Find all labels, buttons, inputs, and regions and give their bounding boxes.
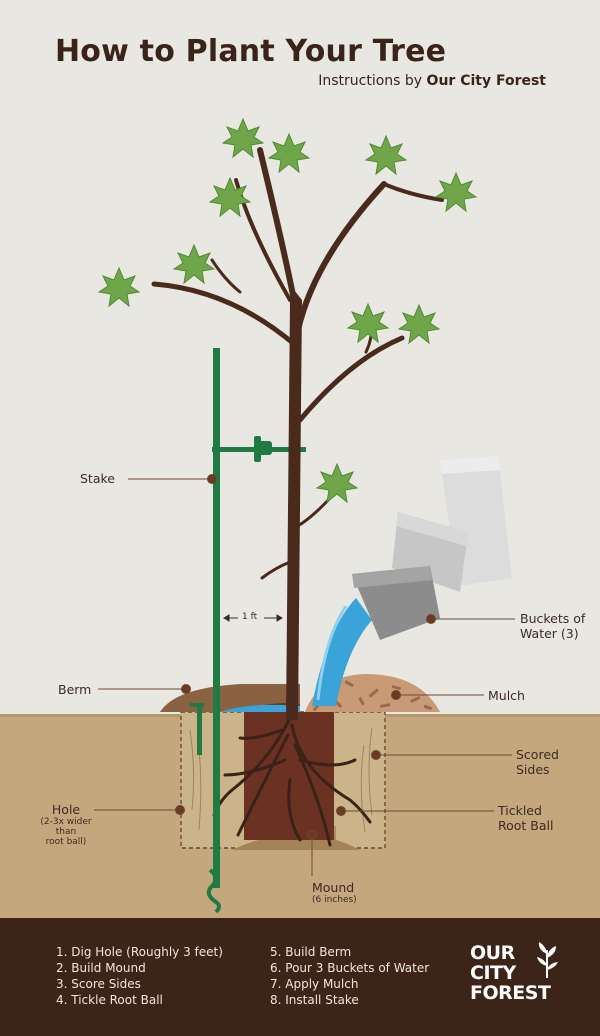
logo-line: CITY: [470, 962, 516, 984]
leaf-1: [221, 117, 265, 159]
step-item: 2. Build Mound: [56, 961, 146, 975]
label-stake: Stake: [80, 471, 115, 486]
steps-list-left: 1. Dig Hole (Roughly 3 feet) 2. Build Mo…: [56, 944, 223, 1008]
water-highlight: [316, 605, 348, 701]
label-berm: Berm: [58, 682, 92, 697]
leaf-7: [97, 266, 141, 308]
step-item: 8. Install Stake: [270, 993, 359, 1007]
leaf-2: [267, 132, 311, 174]
step-item: 7. Apply Mulch: [270, 977, 359, 991]
our-city-forest-logo: OUR CITY FOREST: [470, 942, 551, 1004]
leaf-10: [315, 462, 359, 504]
label-hole-title: Hole: [51, 802, 81, 817]
leaf-3: [364, 134, 408, 176]
logo-line: FOREST: [470, 982, 551, 1004]
stake: [190, 348, 221, 914]
step-item: 6. Pour 3 Buckets of Water: [270, 961, 430, 975]
label-scored-line2: Sides: [516, 762, 550, 777]
leaf-5: [208, 176, 252, 218]
leaf-6: [172, 243, 216, 285]
leaf-9: [397, 303, 441, 345]
label-mulch: Mulch: [488, 688, 525, 703]
label-scored-sides: Scored Sides: [516, 747, 559, 777]
label-scored-line1: Scored: [516, 747, 559, 762]
sprout-logo-icon: [537, 942, 558, 978]
subtitle: Instructions by Our City Forest: [318, 73, 546, 89]
subtitle-prefix: Instructions by: [318, 73, 427, 89]
step-item: 5. Build Berm: [270, 945, 352, 959]
water-stream: [312, 598, 372, 706]
label-tickled-root-ball: Tickled Root Ball: [498, 803, 553, 833]
steps-list-right: 5. Build Berm 6. Pour 3 Buckets of Water…: [270, 944, 429, 1008]
stake-tie: [212, 436, 306, 462]
label-tickled-line2: Root Ball: [498, 818, 554, 833]
label-buckets-line2: Water (3): [520, 626, 579, 641]
logo-line: OUR: [470, 942, 515, 964]
step-item: 3. Score Sides: [56, 977, 141, 991]
tree-leaves: [97, 117, 478, 504]
step-item: 1. Dig Hole (Roughly 3 feet): [56, 945, 223, 959]
subtitle-brand: Our City Forest: [426, 73, 546, 89]
tree-trunk: [286, 290, 302, 720]
label-hole-note-line1: (2-3x wider than: [40, 817, 92, 837]
leader-lines: [94, 474, 515, 876]
bucket-3: [352, 566, 440, 640]
label-tickled-line1: Tickled: [498, 803, 542, 818]
label-buckets: Buckets of Water (3): [520, 611, 585, 641]
page-title: How to Plant Your Tree: [55, 34, 447, 69]
leaf-8: [346, 302, 390, 344]
leaf-4: [434, 171, 478, 213]
label-buckets-line1: Buckets of: [520, 611, 586, 626]
label-one-ft: 1 ft: [242, 612, 258, 622]
water-pool: [220, 704, 300, 712]
label-mound-title: Mound: [312, 880, 355, 895]
footer-bar: [0, 918, 600, 1036]
tree-branches: [151, 147, 444, 580]
step-item: 4. Tickle Root Ball: [56, 993, 163, 1007]
label-hole-note-line2: root ball): [45, 837, 87, 847]
label-mound: Mound (6 inches): [312, 880, 357, 905]
label-mound-note: (6 inches): [312, 895, 357, 905]
one-ft-dimension: [223, 614, 283, 622]
label-hole: Hole (2-3x wider than root ball): [30, 802, 102, 847]
